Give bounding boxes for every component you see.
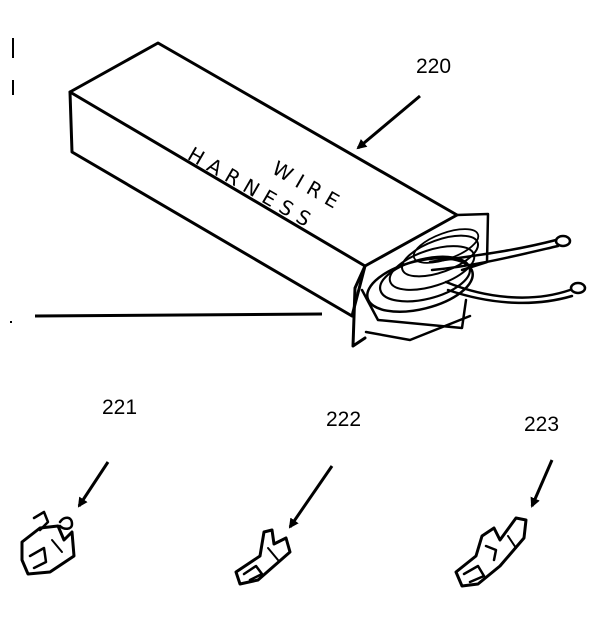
wire-harness-box: WIRE HARNESS xyxy=(68,41,587,348)
box-lid-flap xyxy=(455,212,490,272)
box-open-end-bottom xyxy=(360,288,468,330)
leader-arrow-222 xyxy=(288,465,334,529)
callout-220: 220 xyxy=(416,55,451,78)
leader-arrow-221 xyxy=(77,461,110,508)
terminal-222 xyxy=(234,528,292,586)
leader-arrow-220 xyxy=(356,94,421,150)
wire-leads xyxy=(428,234,587,305)
terminal-221 xyxy=(20,510,76,576)
ring-terminal-upper xyxy=(554,234,572,248)
box-label: WIRE HARNESS xyxy=(184,142,350,235)
callout-221: 221 xyxy=(102,396,137,419)
callout-223: 223 xyxy=(524,413,559,436)
ring-terminal-lower xyxy=(569,281,587,295)
leader-arrow-223 xyxy=(530,459,554,508)
coiled-wire xyxy=(366,228,480,313)
callout-222: 222 xyxy=(326,408,361,431)
terminal-223 xyxy=(454,516,528,588)
box-open-end-left xyxy=(351,264,367,348)
box-top-face xyxy=(68,41,459,268)
box-front-face xyxy=(68,90,367,318)
box-open-end-lip xyxy=(364,314,472,342)
scan-edge-marks xyxy=(10,38,14,323)
reference-leader-line xyxy=(34,312,323,318)
